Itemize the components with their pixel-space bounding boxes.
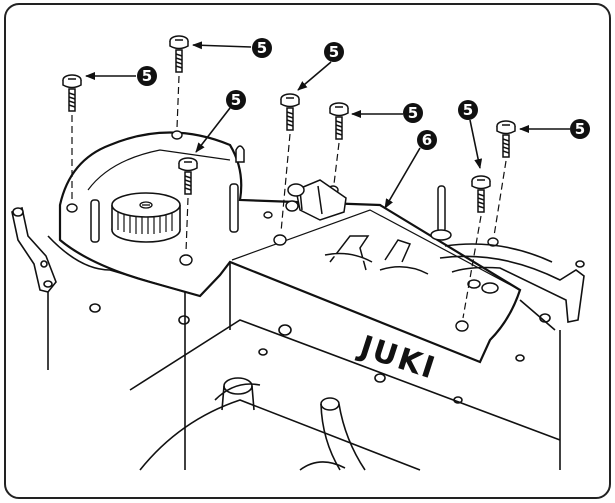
leader-arrows [85, 41, 570, 209]
bobbin-winder-lever [439, 243, 585, 323]
screw-6 [471, 175, 491, 213]
callout-c2: 5 [252, 38, 272, 58]
left-bracket [11, 206, 57, 293]
callout-c6: 5 [458, 100, 478, 120]
callout-c1: 5 [137, 66, 157, 86]
tension-knob [111, 192, 181, 243]
callout-label: 5 [329, 43, 339, 61]
thread-guides [90, 145, 499, 294]
figure-border [4, 3, 611, 499]
screw-2 [169, 35, 189, 73]
screw-5 [329, 102, 349, 140]
callout-c3: 5 [226, 90, 246, 110]
callout-c7: 5 [570, 119, 590, 139]
callout-label: 6 [422, 131, 432, 149]
callout-label: 5 [463, 101, 473, 119]
callout-c8: 6 [417, 130, 437, 150]
callout-c4: 5 [324, 42, 344, 62]
callout-c5: 5 [403, 103, 423, 123]
callout-label: 5 [575, 120, 585, 138]
callout-label: 5 [231, 91, 241, 109]
screw-3 [178, 157, 198, 195]
screw-1 [62, 74, 82, 112]
screw-4 [280, 93, 300, 131]
callout-label: 5 [257, 39, 267, 57]
callout-label: 5 [408, 104, 418, 122]
callout-label: 5 [142, 67, 152, 85]
alignment-lines [71, 75, 507, 319]
screw-7 [496, 120, 516, 158]
machine-body [47, 235, 561, 471]
screws [62, 35, 516, 213]
